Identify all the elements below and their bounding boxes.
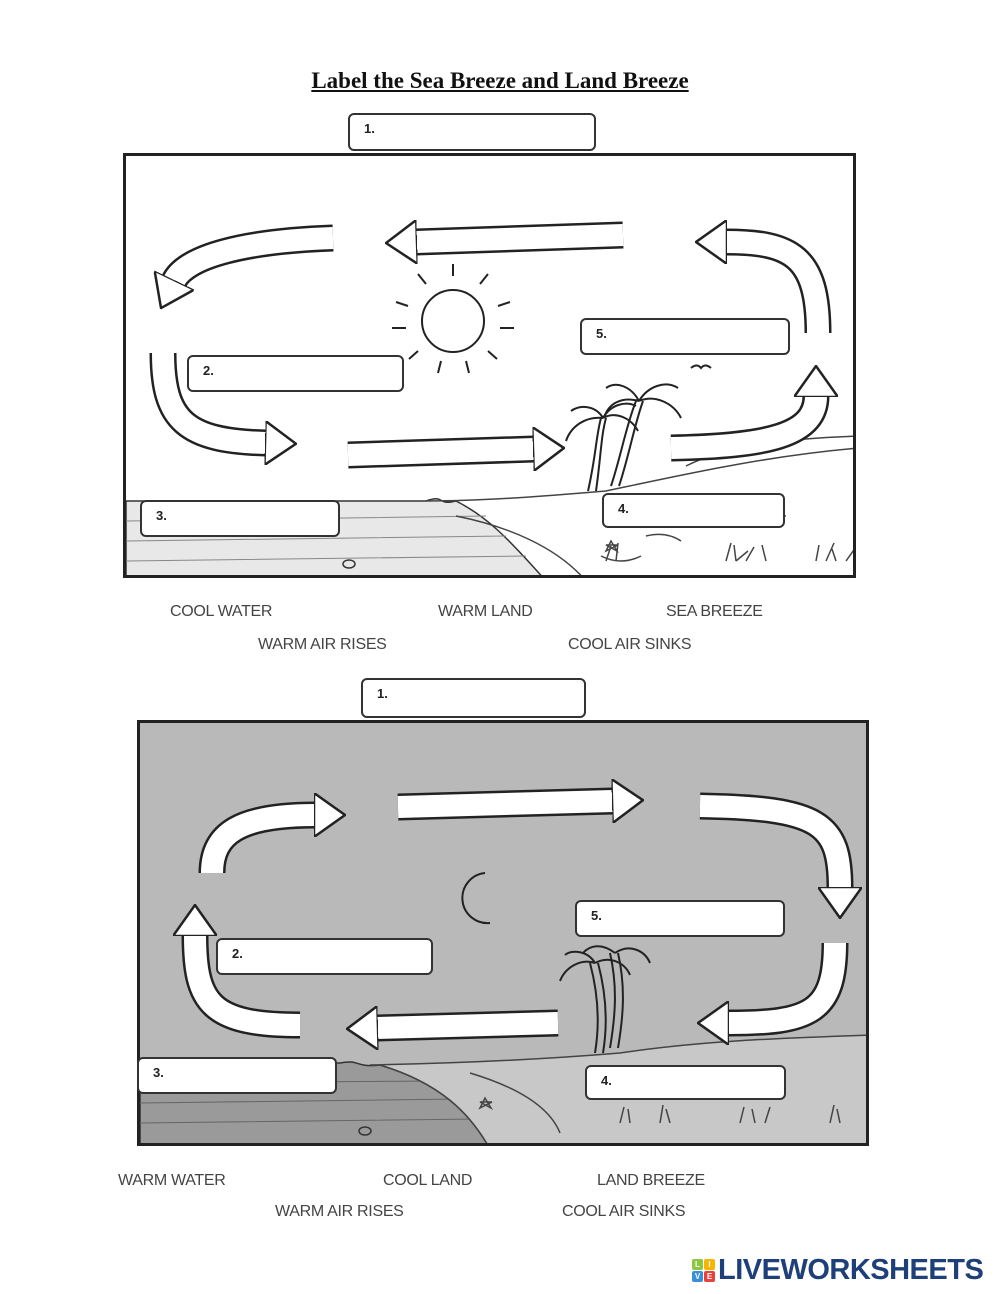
arrow-bottom xyxy=(347,449,534,455)
land-breeze-field-3[interactable]: 3. xyxy=(137,1057,337,1094)
moon-icon xyxy=(461,872,491,925)
arrow-bottom xyxy=(377,1023,559,1028)
logo-tiles-icon: L I V E xyxy=(692,1259,715,1282)
arrow-top xyxy=(416,235,624,242)
liveworksheets-logo: L I V E LIVEWORKSHEETS xyxy=(692,1254,984,1287)
word-bank-item: WARM LAND xyxy=(438,603,533,620)
word-bank-item: LAND BREEZE xyxy=(597,1172,705,1189)
word-bank-item: SEA BREEZE xyxy=(666,603,763,620)
arrow-left-down xyxy=(149,352,266,443)
logo-tile: I xyxy=(704,1259,715,1270)
starfish-icon xyxy=(604,539,620,553)
land-breeze-field-5[interactable]: 5. xyxy=(575,900,785,937)
field-number: 5. xyxy=(596,326,607,341)
arrow-top-left xyxy=(198,815,315,874)
word-bank-item: WARM AIR RISES xyxy=(258,636,387,653)
sea-breeze-field-3[interactable]: 3. xyxy=(140,500,340,537)
land-breeze-field-4[interactable]: 4. xyxy=(585,1065,786,1100)
logo-tile: L xyxy=(692,1259,703,1270)
sea-breeze-field-5[interactable]: 5. xyxy=(580,318,790,355)
word-bank-item: WARM AIR RISES xyxy=(275,1203,404,1220)
field-number: 4. xyxy=(618,501,629,516)
arrow-right-down xyxy=(728,942,849,1023)
land-breeze-field-1[interactable]: 1. xyxy=(361,678,586,718)
word-bank-item: COOL AIR SINKS xyxy=(568,636,692,653)
word-bank-item: COOL AIR SINKS xyxy=(562,1203,686,1220)
arrow-top xyxy=(397,801,613,807)
bird-icon xyxy=(690,364,712,370)
word-bank-item: WARM WATER xyxy=(118,1172,226,1189)
arrow-top-left xyxy=(174,224,334,281)
sea-breeze-field-2[interactable]: 2. xyxy=(187,355,404,392)
field-number: 2. xyxy=(203,363,214,378)
field-number: 4. xyxy=(601,1073,612,1088)
shell-icon xyxy=(342,559,356,569)
field-number: 1. xyxy=(364,121,375,136)
logo-tile: V xyxy=(692,1271,703,1282)
sea-breeze-field-1[interactable]: 1. xyxy=(348,113,596,151)
logo-text: LIVEWORKSHEETS xyxy=(718,1254,984,1286)
arrow-top-right xyxy=(726,242,832,334)
arrow-bottom-left xyxy=(195,935,301,1039)
logo-tile: E xyxy=(704,1271,715,1282)
air-circulation-arrows xyxy=(149,224,832,462)
field-number: 2. xyxy=(232,946,243,961)
word-bank-item: COOL WATER xyxy=(170,603,273,620)
word-bank-item: COOL LAND xyxy=(383,1172,473,1189)
field-number: 1. xyxy=(377,686,388,701)
land-breeze-field-2[interactable]: 2. xyxy=(216,938,433,975)
arrow-top-right xyxy=(699,792,840,888)
field-number: 3. xyxy=(153,1065,164,1080)
sea-breeze-field-4[interactable]: 4. xyxy=(602,493,785,528)
field-number: 3. xyxy=(156,508,167,523)
arrow-bottom-right xyxy=(670,396,816,462)
palm-trees xyxy=(559,945,651,1054)
field-number: 5. xyxy=(591,908,602,923)
palm-trees xyxy=(565,364,712,492)
shell-icon xyxy=(358,1126,372,1136)
sun-icon xyxy=(392,264,514,374)
air-circulation-arrows xyxy=(195,801,840,1028)
page-title: Label the Sea Breeze and Land Breeze xyxy=(311,68,689,93)
